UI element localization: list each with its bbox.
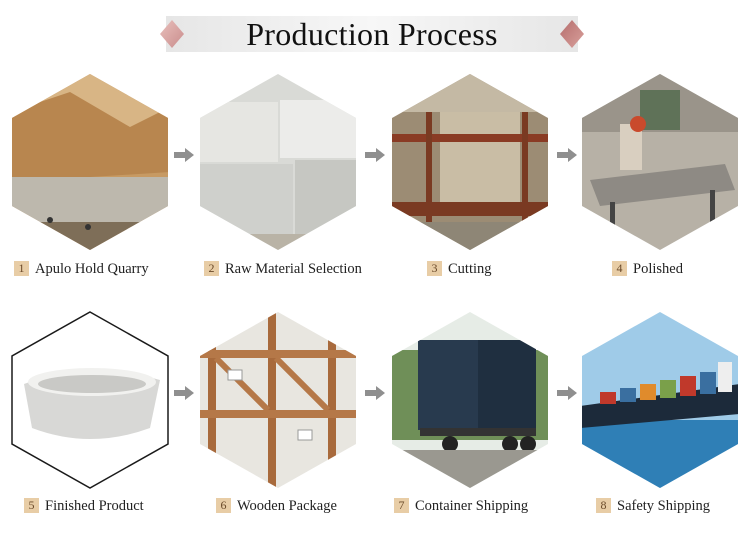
quarry-photo bbox=[12, 74, 168, 250]
wooden-crate-photo bbox=[200, 312, 356, 488]
step-4-number: 4 bbox=[612, 261, 627, 276]
bathtub-photo bbox=[11, 311, 169, 489]
container-truck-photo bbox=[392, 312, 548, 488]
arrow-right-icon bbox=[365, 148, 385, 162]
step-6-number: 6 bbox=[216, 498, 231, 513]
arrow-right-icon bbox=[557, 386, 577, 400]
step-2-number: 2 bbox=[204, 261, 219, 276]
step-1-caption: 1 Apulo Hold Quarry bbox=[14, 261, 149, 278]
step-4-caption: 4 Polished bbox=[612, 261, 683, 278]
step-2-label: Raw Material Selection bbox=[225, 261, 362, 277]
step-8-number: 8 bbox=[596, 498, 611, 513]
cargo-ship-photo bbox=[582, 312, 738, 488]
arrow-right-icon bbox=[557, 148, 577, 162]
step-6-label: Wooden Package bbox=[237, 498, 337, 514]
cutting-machine-photo bbox=[392, 74, 548, 250]
step-6-caption: 6 Wooden Package bbox=[216, 498, 337, 515]
step-3-number: 3 bbox=[427, 261, 442, 276]
marble-blocks-photo bbox=[200, 74, 356, 250]
step-7-label: Container Shipping bbox=[415, 498, 529, 514]
diamond-right-icon bbox=[560, 20, 584, 48]
step-8-label: Safety Shipping bbox=[617, 498, 711, 514]
step-5-caption: 5 Finished Product bbox=[24, 498, 144, 515]
arrow-right-icon bbox=[365, 386, 385, 400]
step-1-label: Apulo Hold Quarry bbox=[35, 261, 149, 277]
page-title: Production Process bbox=[246, 16, 498, 52]
step-3-label: Cutting bbox=[448, 261, 492, 277]
arrow-right-icon bbox=[174, 386, 194, 400]
arrow-right-icon bbox=[174, 148, 194, 162]
step-7-caption: 7 Container Shipping bbox=[394, 498, 528, 515]
step-2-caption: 2 Raw Material Selection bbox=[204, 261, 362, 278]
polishing-worker-photo bbox=[582, 74, 738, 250]
step-7-number: 7 bbox=[394, 498, 409, 513]
step-3-caption: 3 Cutting bbox=[427, 261, 492, 278]
step-8-caption: 8 Safety Shipping bbox=[596, 498, 710, 515]
step-1-number: 1 bbox=[14, 261, 29, 276]
diamond-left-icon bbox=[160, 20, 184, 48]
step-4-label: Polished bbox=[633, 261, 683, 277]
step-5-label: Finished Product bbox=[45, 498, 144, 514]
step-5-number: 5 bbox=[24, 498, 39, 513]
title-banner: Production Process bbox=[152, 14, 592, 54]
